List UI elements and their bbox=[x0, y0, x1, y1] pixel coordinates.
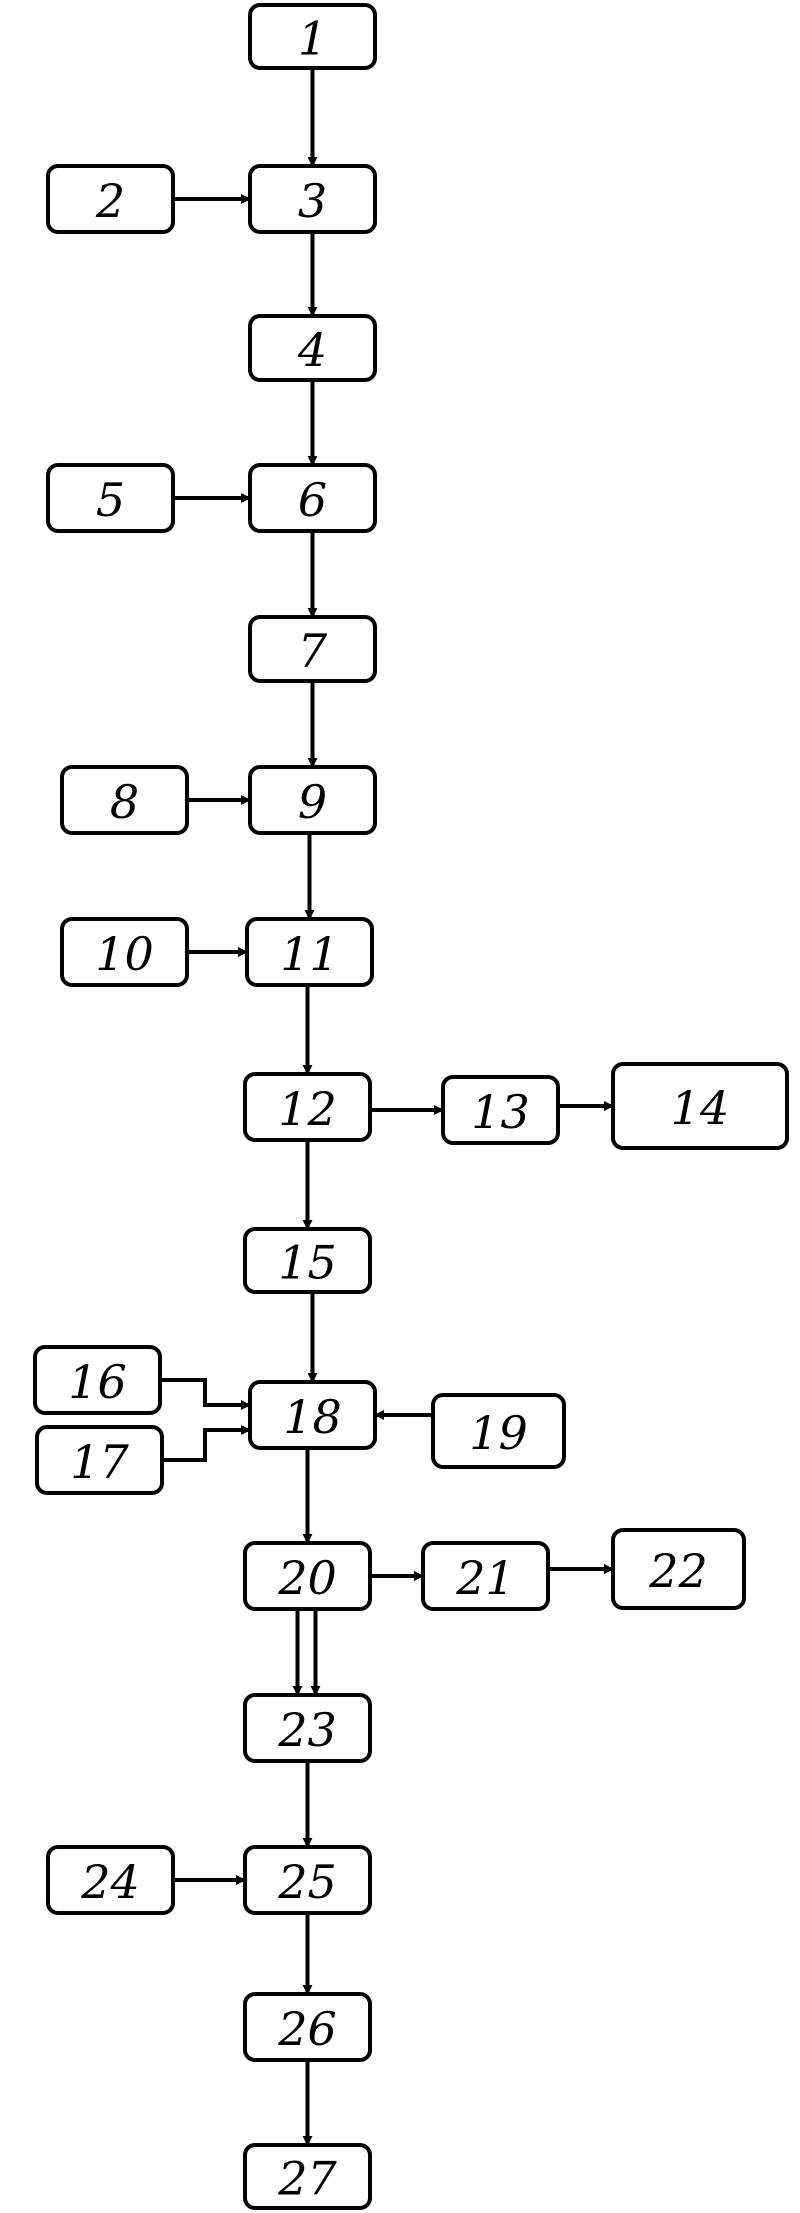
node-2: 2 bbox=[46, 164, 175, 234]
node-4: 4 bbox=[248, 314, 377, 382]
node-box-27 bbox=[243, 2143, 372, 2210]
node-box-4 bbox=[248, 314, 377, 382]
node-7: 7 bbox=[248, 615, 377, 683]
node-9: 9 bbox=[248, 765, 377, 835]
node-box-11 bbox=[245, 917, 374, 987]
node-box-16 bbox=[33, 1345, 162, 1415]
node-box-12 bbox=[243, 1072, 372, 1142]
node-box-6 bbox=[248, 463, 377, 533]
edges-layer bbox=[160, 68, 614, 2146]
node-label-27: 27 bbox=[277, 2152, 337, 2206]
node-label-26: 26 bbox=[277, 2002, 337, 2056]
node-label-21: 21 bbox=[455, 1551, 515, 1605]
node-box-1 bbox=[248, 3, 377, 70]
node-label-8: 8 bbox=[110, 775, 139, 829]
node-18: 18 bbox=[248, 1380, 377, 1450]
node-17: 17 bbox=[35, 1425, 164, 1495]
node-27: 27 bbox=[243, 2143, 372, 2210]
node-label-10: 10 bbox=[95, 927, 154, 981]
node-label-17: 17 bbox=[70, 1435, 129, 1489]
node-label-25: 25 bbox=[277, 1855, 337, 1909]
node-label-14: 14 bbox=[671, 1081, 730, 1135]
edge-16-to-18 bbox=[160, 1378, 251, 1410]
node-box-20 bbox=[243, 1541, 372, 1611]
node-25: 25 bbox=[243, 1845, 372, 1915]
node-13: 13 bbox=[441, 1075, 560, 1145]
node-label-20: 20 bbox=[277, 1551, 337, 1605]
node-label-9: 9 bbox=[298, 775, 327, 829]
node-box-14 bbox=[611, 1062, 789, 1150]
node-label-22: 22 bbox=[648, 1544, 708, 1598]
node-box-19 bbox=[431, 1393, 566, 1469]
node-11: 11 bbox=[245, 917, 374, 987]
node-box-7 bbox=[248, 615, 377, 683]
node-14: 14 bbox=[611, 1062, 789, 1150]
node-box-3 bbox=[248, 164, 377, 234]
node-16: 16 bbox=[33, 1345, 162, 1415]
node-label-13: 13 bbox=[471, 1085, 530, 1139]
node-label-11: 11 bbox=[280, 927, 339, 981]
node-1: 1 bbox=[248, 3, 377, 70]
node-6: 6 bbox=[248, 463, 377, 533]
node-box-10 bbox=[60, 917, 189, 987]
node-label-24: 24 bbox=[80, 1855, 140, 1909]
node-label-15: 15 bbox=[278, 1236, 337, 1290]
node-box-26 bbox=[243, 1992, 372, 2062]
node-label-5: 5 bbox=[96, 473, 125, 527]
node-label-4: 4 bbox=[297, 323, 327, 377]
node-box-23 bbox=[243, 1693, 372, 1763]
node-3: 3 bbox=[248, 164, 377, 234]
node-12: 12 bbox=[243, 1072, 372, 1142]
node-box-2 bbox=[46, 164, 175, 234]
node-22: 22 bbox=[611, 1528, 746, 1610]
node-5: 5 bbox=[46, 463, 175, 533]
node-box-9 bbox=[248, 765, 377, 835]
node-20: 20 bbox=[243, 1541, 372, 1611]
node-label-18: 18 bbox=[283, 1390, 342, 1444]
node-box-13 bbox=[441, 1075, 560, 1145]
node-15: 15 bbox=[243, 1227, 372, 1294]
node-box-8 bbox=[60, 765, 189, 835]
node-label-16: 16 bbox=[68, 1355, 127, 1409]
edge-17-to-18 bbox=[162, 1425, 251, 1462]
node-23: 23 bbox=[243, 1693, 372, 1763]
node-box-17 bbox=[35, 1425, 164, 1495]
node-box-25 bbox=[243, 1845, 372, 1915]
node-8: 8 bbox=[60, 765, 189, 835]
node-label-19: 19 bbox=[469, 1406, 528, 1460]
node-24: 24 bbox=[46, 1845, 175, 1915]
node-box-24 bbox=[46, 1845, 175, 1915]
node-19: 19 bbox=[431, 1393, 566, 1469]
node-label-23: 23 bbox=[277, 1703, 337, 1757]
node-box-15 bbox=[243, 1227, 372, 1294]
node-box-22 bbox=[611, 1528, 746, 1610]
node-label-2: 2 bbox=[95, 174, 125, 228]
node-26: 26 bbox=[243, 1992, 372, 2062]
node-10: 10 bbox=[60, 917, 189, 987]
node-label-6: 6 bbox=[298, 473, 327, 527]
node-box-21 bbox=[421, 1541, 550, 1611]
node-box-18 bbox=[248, 1380, 377, 1450]
node-box-5 bbox=[46, 463, 175, 533]
node-label-1: 1 bbox=[298, 12, 327, 66]
node-label-3: 3 bbox=[298, 174, 327, 228]
node-label-7: 7 bbox=[298, 624, 328, 678]
node-21: 21 bbox=[421, 1541, 550, 1611]
node-label-12: 12 bbox=[278, 1082, 337, 1136]
